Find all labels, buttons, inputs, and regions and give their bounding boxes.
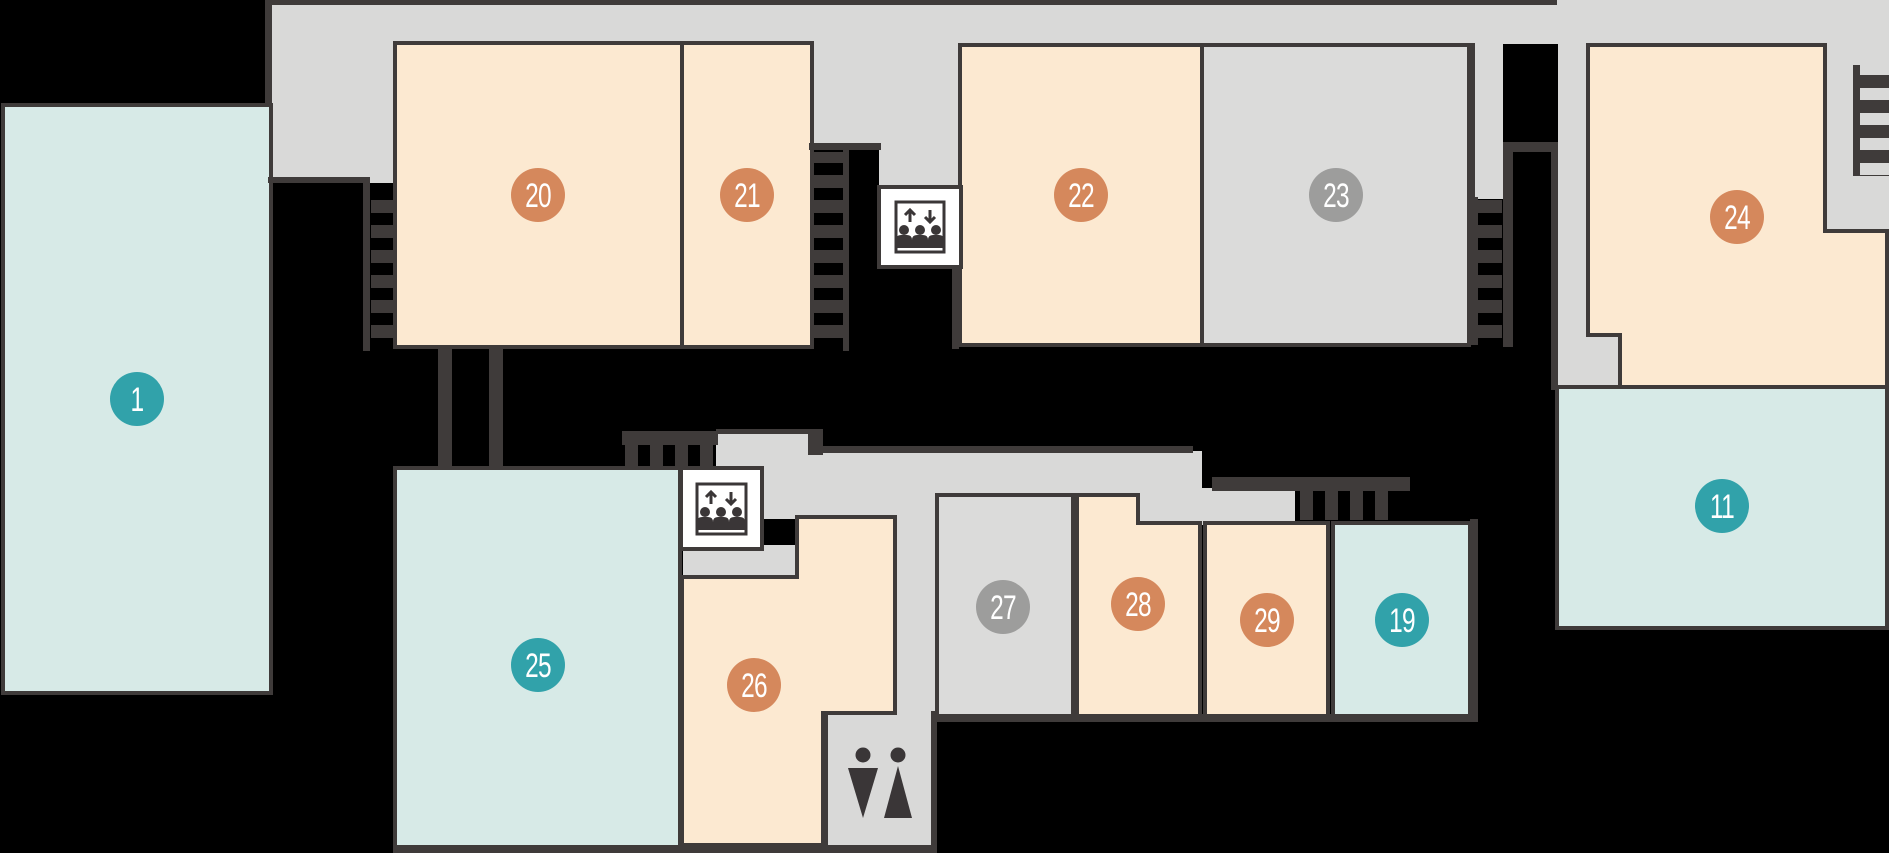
svg-text:26: 26 (741, 667, 767, 705)
room-badge-20[interactable]: 20 (511, 168, 565, 222)
room-badge-22[interactable]: 22 (1054, 168, 1108, 222)
svg-text:22: 22 (1068, 177, 1094, 215)
svg-text:27: 27 (990, 589, 1016, 627)
stairs-hatch-top-right (1853, 65, 1889, 176)
room-badge-23[interactable]: 23 (1309, 168, 1363, 222)
svg-text:21: 21 (734, 177, 760, 215)
svg-text:29: 29 (1254, 602, 1280, 640)
room-badge-25[interactable]: 25 (511, 638, 565, 692)
svg-text:19: 19 (1389, 602, 1415, 640)
walls (265, 0, 1558, 853)
svg-text:23: 23 (1323, 177, 1349, 215)
room-badge-11[interactable]: 11 (1695, 479, 1749, 533)
room-badge-19[interactable]: 19 (1375, 593, 1429, 647)
elevator-icon (679, 466, 764, 551)
svg-text:11: 11 (1710, 488, 1734, 526)
stairs-hatch-above-19 (1294, 489, 1390, 520)
stairs-hatch-right-of-23 (1471, 197, 1502, 345)
room-26-area[interactable] (680, 515, 897, 847)
restroom-icon (848, 747, 912, 818)
room-badge-27[interactable]: 27 (976, 580, 1030, 634)
room-badge-28[interactable]: 28 (1111, 577, 1165, 631)
svg-text:24: 24 (1724, 199, 1750, 237)
svg-text:1: 1 (131, 381, 144, 419)
room-badge-29[interactable]: 29 (1240, 593, 1294, 647)
svg-text:28: 28 (1125, 586, 1151, 624)
stairs-hatch-above-25 (622, 431, 718, 468)
elevator-icon (877, 185, 963, 269)
svg-text:25: 25 (525, 647, 551, 685)
stairs-hatch-right-of-21 (810, 152, 843, 349)
room-badge-26[interactable]: 26 (727, 658, 781, 712)
svg-text:20: 20 (525, 177, 551, 215)
stairs-hatch-left-of-20 (371, 190, 395, 347)
room-badge-1[interactable]: 1 (110, 372, 164, 426)
room-badge-21[interactable]: 21 (720, 168, 774, 222)
room-badge-24[interactable]: 24 (1710, 190, 1764, 244)
